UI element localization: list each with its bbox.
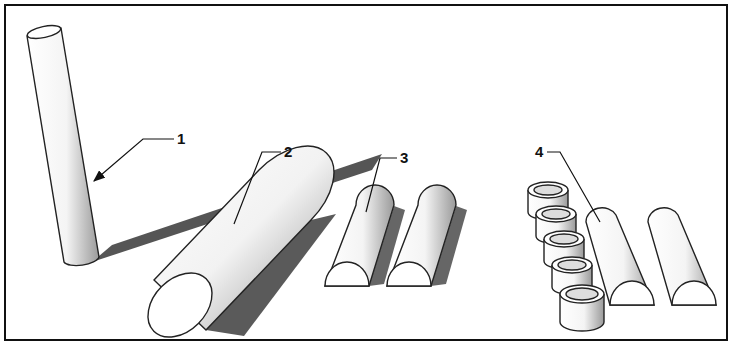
callout-number: 1 [177, 131, 185, 146]
leader-lines [94, 139, 600, 224]
rings [528, 182, 604, 331]
split-halves [325, 185, 467, 286]
standing-log [26, 23, 99, 265]
callout-number: 4 [535, 144, 543, 159]
frame [5, 5, 727, 340]
lying-log [135, 146, 333, 346]
callout-number: 2 [284, 144, 292, 159]
split-halves [586, 208, 716, 305]
callout-number: 3 [400, 150, 408, 165]
